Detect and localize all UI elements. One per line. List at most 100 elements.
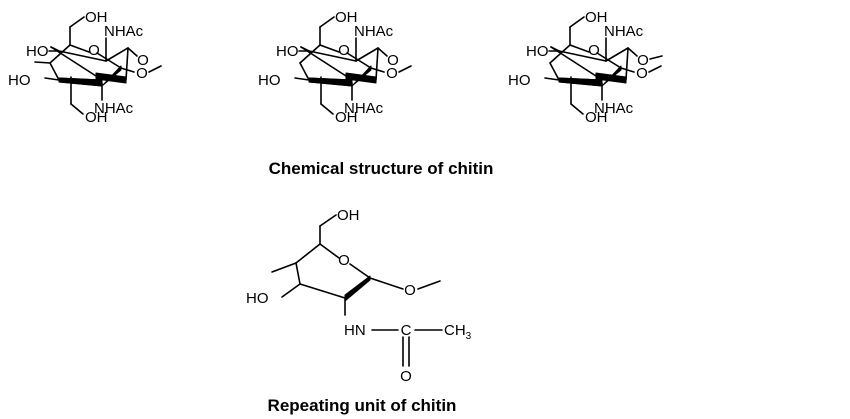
ring-oxygen-label: O [588, 42, 600, 59]
unit-carbonyl-carbon: C [401, 322, 412, 339]
chitin-polymer-chain: OOHHONHAcOHONHAcOHOOOHHONHAcOHONHAcOHOOO… [8, 9, 663, 126]
ring-bond-bold [345, 72, 377, 84]
unit-glycosidic-oxygen: O [404, 282, 416, 299]
ring-bond [125, 47, 129, 81]
unit-ch2oh-hydroxyl: OH [337, 207, 360, 224]
ring-bond [105, 47, 129, 62]
ring-bond [49, 44, 71, 64]
ch2-oh-bond [70, 103, 84, 115]
chain-end-bond [34, 61, 51, 64]
nhac-label: NHAc [94, 100, 134, 117]
ring-bond-bold [595, 72, 627, 84]
o-methyl-bond [417, 280, 441, 290]
glyco-bond [148, 65, 162, 73]
glycosidic-oxygen-label: O [387, 52, 399, 69]
glyco-bond [398, 65, 412, 73]
methyl-stub-bond [271, 262, 297, 273]
unit-methyl-group: CH3 [444, 322, 472, 342]
ring-bond [549, 62, 560, 81]
unit-caption: Repeating unit of chitin [268, 396, 457, 415]
ch2-oh-bond [319, 214, 337, 227]
unit-carbonyl-oxygen: O [400, 368, 412, 385]
nhac-label: NHAc [604, 23, 644, 40]
ring-bond [299, 44, 321, 64]
ring-bond [550, 46, 597, 77]
ch2oh-label: OH [585, 9, 608, 26]
ring-bond [596, 52, 622, 69]
ho-label: HO [8, 72, 31, 89]
ring-bond [558, 50, 607, 62]
ring-bond [549, 44, 571, 64]
ch2-oh-bond [320, 103, 334, 115]
glyco-bond [620, 67, 635, 73]
c3-ho-bond [281, 283, 301, 298]
ring-bond [355, 47, 379, 62]
chain-end-bond [649, 55, 663, 60]
c1-o-bond [369, 277, 404, 290]
ch2oh-label: OH [85, 109, 108, 126]
ring-bond-c5-o [319, 243, 340, 259]
repeating-unit: O OH HO O HN C O CH3 [246, 207, 472, 385]
ch2oh-label: OH [335, 109, 358, 126]
glycosidic-oxygen-label: O [637, 52, 649, 69]
ring-bond [300, 46, 347, 77]
unit-c3-hydroxyl: HO [246, 290, 269, 307]
ch2-oh-bond [569, 16, 585, 28]
ho-label: HO [258, 72, 281, 89]
unit-ring-oxygen: O [338, 252, 350, 269]
nhac-label: NHAc [344, 100, 384, 117]
glyco-bond [370, 67, 385, 73]
polymer-caption: Chemical structure of chitin [269, 159, 494, 178]
glyco-bond [377, 47, 388, 57]
ring-bond [69, 44, 90, 53]
ring-bond [96, 52, 122, 69]
glycosidic-oxygen-label: O [636, 65, 648, 82]
glyco-bond [127, 47, 138, 57]
ring-bond [49, 62, 60, 81]
ch2oh-label: OH [585, 109, 608, 126]
ho-label: HO [508, 72, 531, 89]
ring-bond [50, 46, 97, 77]
nhac-label: NHAc [354, 23, 394, 40]
ring-bond-c1-c2-bold [344, 275, 371, 302]
ring-bond [569, 44, 590, 53]
ring-bond [308, 50, 357, 62]
glycosidic-oxygen-label: O [386, 65, 398, 82]
ring-bond [346, 52, 372, 69]
ring-bond-o-c1 [349, 263, 371, 279]
ch2oh-label: OH [85, 9, 108, 26]
ch2oh-label: OH [335, 9, 358, 26]
ring-bond [605, 47, 629, 62]
ch2-oh-bond [69, 16, 85, 28]
ch2-oh-bond [570, 103, 584, 115]
ho-bond [544, 77, 560, 81]
ch2-oh-bond [319, 16, 335, 28]
glycosidic-oxygen-label: O [137, 52, 149, 69]
ring-bond-bold [95, 72, 127, 84]
nhac-label: NHAc [104, 23, 144, 40]
ring-bond-c3-c4 [295, 262, 301, 285]
ho-label: HO [276, 43, 299, 60]
ring-oxygen-label: O [88, 42, 100, 59]
ring-bond [58, 50, 107, 62]
ring-bond-c2-c3 [299, 283, 346, 299]
glyco-bond [627, 47, 638, 57]
ring-bond [319, 44, 340, 53]
ho-label: HO [26, 43, 49, 60]
nhac-label: NHAc [594, 100, 634, 117]
ring-oxygen-label: O [338, 42, 350, 59]
ring-bond [625, 47, 629, 81]
glyco-bond [120, 67, 135, 73]
ring-bond [375, 47, 379, 81]
glyco-bond [648, 65, 662, 73]
ring-bond-c4-c5 [295, 243, 321, 264]
ho-bond [44, 77, 60, 81]
unit-amide-nitrogen: HN [344, 322, 366, 339]
